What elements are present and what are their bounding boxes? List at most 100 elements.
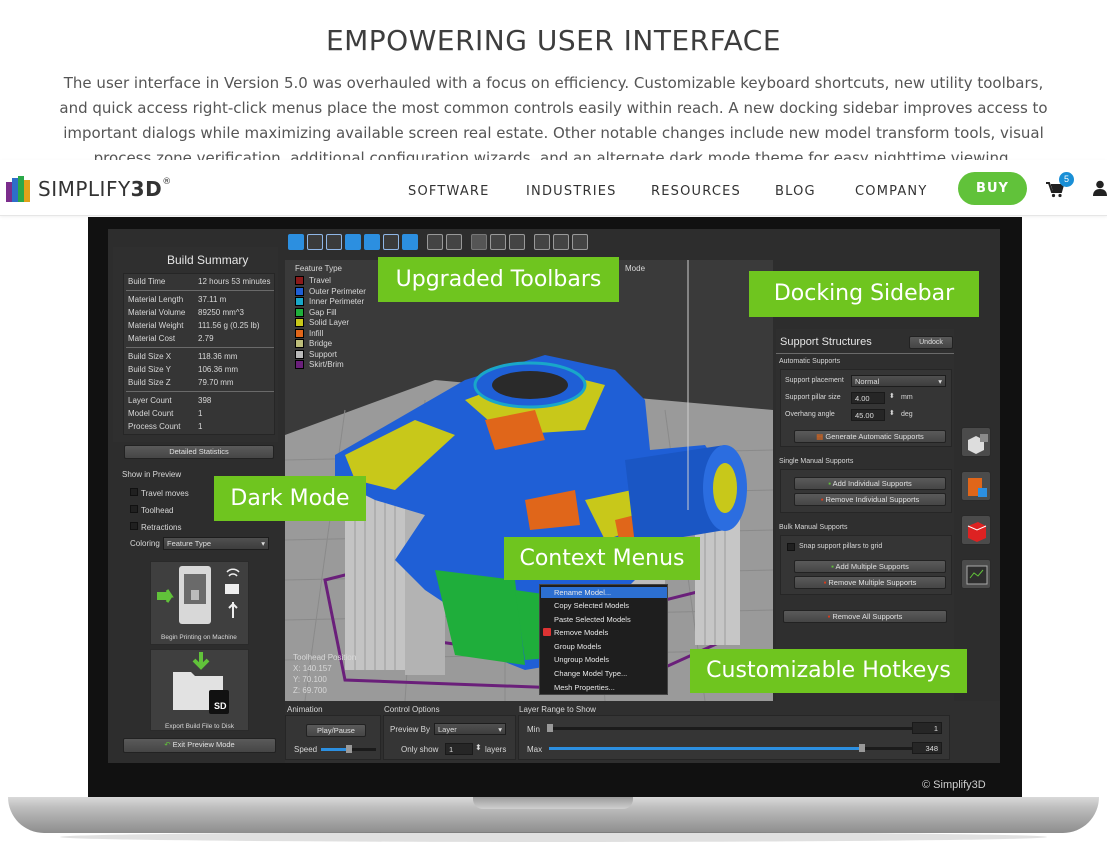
view-right-icon[interactable] bbox=[364, 234, 380, 250]
logo-text-light: SIMPLIFY bbox=[38, 177, 131, 201]
folder-download-icon bbox=[173, 652, 229, 714]
min-slider-track[interactable] bbox=[549, 727, 919, 730]
view-top-icon[interactable] bbox=[383, 234, 399, 250]
menu-item-group[interactable]: Group Models bbox=[554, 642, 602, 651]
begin-printing-tile[interactable]: Begin Printing on Machine bbox=[150, 561, 249, 645]
stepper-icon[interactable]: ⬍ bbox=[889, 410, 895, 417]
nav-link-company[interactable]: COMPANY bbox=[855, 184, 928, 199]
object-list-icon[interactable] bbox=[961, 427, 991, 457]
wireframe-icon[interactable] bbox=[427, 234, 443, 250]
chevron-down-icon: ▾ bbox=[261, 539, 265, 548]
play-pause-button[interactable]: Play/Pause bbox=[306, 724, 366, 737]
legend-swatch bbox=[295, 307, 304, 317]
view-front-icon[interactable] bbox=[307, 234, 323, 250]
axes-icon[interactable] bbox=[471, 234, 487, 250]
menu-item-change-type[interactable]: Change Model Type... bbox=[554, 669, 628, 678]
support-placement-select[interactable]: Normal▾ bbox=[851, 375, 946, 387]
support-tools-icon[interactable] bbox=[961, 515, 991, 545]
shading-icon[interactable] bbox=[534, 234, 550, 250]
intro-section: EMPOWERING USER INTERFACE The user inter… bbox=[0, 0, 1107, 168]
move-tool-icon[interactable] bbox=[572, 234, 588, 250]
add-individual-supports-button[interactable]: ▪ Add Individual Supports bbox=[794, 477, 946, 490]
menu-item-paste[interactable]: Paste Selected Models bbox=[554, 615, 631, 624]
stat-value: 398 bbox=[198, 396, 212, 405]
begin-printing-label: Begin Printing on Machine bbox=[161, 634, 237, 641]
stat-value: 89250 mm^3 bbox=[198, 308, 244, 317]
menu-item-copy[interactable]: Copy Selected Models bbox=[554, 601, 630, 610]
stat-value: 1 bbox=[198, 409, 203, 418]
only-show-input[interactable]: 1 bbox=[445, 743, 473, 755]
view-bottom-icon[interactable] bbox=[402, 234, 418, 250]
user-account-icon[interactable] bbox=[1093, 180, 1107, 196]
bed-icon[interactable] bbox=[490, 234, 506, 250]
perspective-icon[interactable] bbox=[553, 234, 569, 250]
toolhead-checkbox[interactable] bbox=[130, 505, 138, 513]
solid-view-icon[interactable] bbox=[446, 234, 462, 250]
legend-label: Inner Perimeter bbox=[309, 297, 365, 306]
preview-by-select[interactable]: Layer▾ bbox=[434, 723, 506, 735]
remove-individual-supports-button[interactable]: ▪ Remove Individual Supports bbox=[794, 493, 946, 506]
nav-link-blog[interactable]: BLOG bbox=[775, 184, 816, 199]
callout-docking-sidebar: Docking Sidebar bbox=[749, 271, 979, 317]
legend-swatch bbox=[295, 328, 304, 338]
show-in-preview-title: Show in Preview bbox=[122, 470, 182, 479]
stepper-icon[interactable]: ⬍ bbox=[475, 743, 482, 752]
pillar-size-input[interactable]: 4.00 bbox=[851, 392, 885, 404]
undock-button[interactable]: Undock bbox=[909, 336, 953, 349]
preview-by-value: Layer bbox=[438, 725, 457, 734]
stat-label: Build Size Z bbox=[128, 378, 171, 387]
generate-automatic-supports-button[interactable]: ▦ Generate Automatic Supports bbox=[794, 430, 946, 443]
view-iso-icon[interactable] bbox=[288, 234, 304, 250]
support-placement-label: Support placement bbox=[785, 377, 844, 384]
toolhead-z: Z: 69.700 bbox=[293, 686, 327, 695]
pillar-unit: mm bbox=[901, 394, 913, 401]
buy-button[interactable]: BUY bbox=[958, 172, 1027, 205]
exit-preview-label: Exit Preview Mode bbox=[172, 740, 235, 749]
speed-slider-handle[interactable] bbox=[346, 745, 352, 753]
travel-moves-checkbox[interactable] bbox=[130, 488, 138, 496]
stat-value: 37.11 m bbox=[198, 295, 227, 304]
snap-grid-checkbox[interactable] bbox=[787, 543, 795, 551]
simplify3d-logo[interactable]: SIMPLIFY3D® bbox=[6, 174, 172, 204]
view-left-icon[interactable] bbox=[345, 234, 361, 250]
control-options-title: Control Options bbox=[384, 705, 440, 714]
max-slider-handle[interactable] bbox=[859, 744, 865, 752]
stepper-icon[interactable]: ⬍ bbox=[889, 393, 895, 400]
remove-all-supports-button[interactable]: ▪ Remove All Supports bbox=[783, 610, 947, 623]
remove-individual-label: Remove Individual Supports bbox=[825, 495, 920, 504]
variable-settings-icon[interactable] bbox=[961, 559, 991, 589]
view-back-icon[interactable] bbox=[326, 234, 342, 250]
remove-multiple-supports-button[interactable]: ▪ Remove Multiple Supports bbox=[794, 576, 946, 589]
add-multiple-supports-button[interactable]: ▪ Add Multiple Supports bbox=[794, 560, 946, 573]
retractions-checkbox[interactable] bbox=[130, 522, 138, 530]
snap-grid-label: Snap support pillars to grid bbox=[799, 543, 883, 550]
stat-label: Layer Count bbox=[128, 396, 172, 405]
edit-process-icon[interactable] bbox=[961, 471, 991, 501]
logo-mark-icon bbox=[6, 176, 34, 202]
animation-title: Animation bbox=[287, 705, 323, 714]
min-slider-handle[interactable] bbox=[547, 724, 553, 732]
coloring-select-value: Feature Type bbox=[167, 539, 212, 548]
nav-link-software[interactable]: SOFTWARE bbox=[408, 184, 490, 199]
min-layer-input[interactable]: 1 bbox=[912, 722, 942, 734]
nav-link-resources[interactable]: RESOURCES bbox=[651, 184, 741, 199]
main-navbar: SIMPLIFY3D® SOFTWARE INDUSTRIES RESOURCE… bbox=[0, 160, 1107, 216]
nav-link-industries[interactable]: INDUSTRIES bbox=[526, 184, 617, 199]
cross-section-icon[interactable] bbox=[509, 234, 525, 250]
exit-preview-button[interactable]: ↶ Exit Preview Mode bbox=[123, 738, 276, 753]
coloring-label: Coloring bbox=[130, 539, 160, 548]
coloring-select[interactable]: Feature Type ▾ bbox=[163, 537, 269, 550]
stat-value: 111.56 g (0.25 lb) bbox=[198, 321, 260, 330]
menu-item-rename[interactable]: Rename Model... bbox=[554, 588, 612, 597]
stat-label: Build Size X bbox=[128, 352, 172, 361]
menu-item-remove[interactable]: Remove Models bbox=[554, 628, 609, 637]
detailed-statistics-button[interactable]: Detailed Statistics bbox=[124, 445, 274, 459]
copyright-text: © Simplify3D bbox=[922, 779, 986, 791]
menu-item-mesh-properties[interactable]: Mesh Properties... bbox=[554, 683, 615, 692]
export-to-disk-tile[interactable]: SD Export Build File to Disk bbox=[150, 649, 249, 731]
laptop-shadow bbox=[60, 832, 1047, 842]
menu-item-ungroup[interactable]: Ungroup Models bbox=[554, 655, 610, 664]
max-layer-input[interactable]: 348 bbox=[912, 742, 942, 754]
overhang-angle-input[interactable]: 45.00 bbox=[851, 409, 885, 421]
toolhead-label: Toolhead bbox=[141, 506, 174, 515]
